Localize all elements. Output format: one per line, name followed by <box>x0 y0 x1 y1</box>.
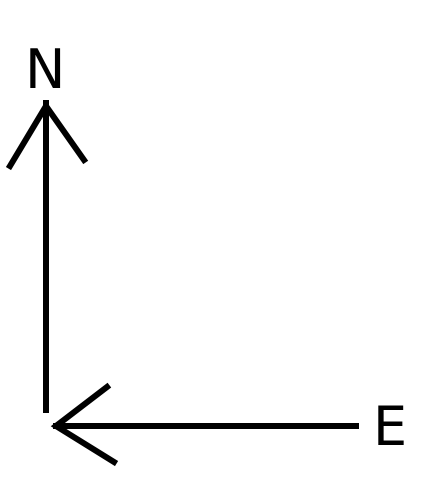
east-label: E <box>373 395 407 458</box>
east-arrow <box>50 382 359 467</box>
east-arrowhead <box>50 382 119 467</box>
north-arrow <box>5 100 89 413</box>
north-label: N <box>25 38 65 101</box>
north-arrowhead <box>5 100 89 171</box>
